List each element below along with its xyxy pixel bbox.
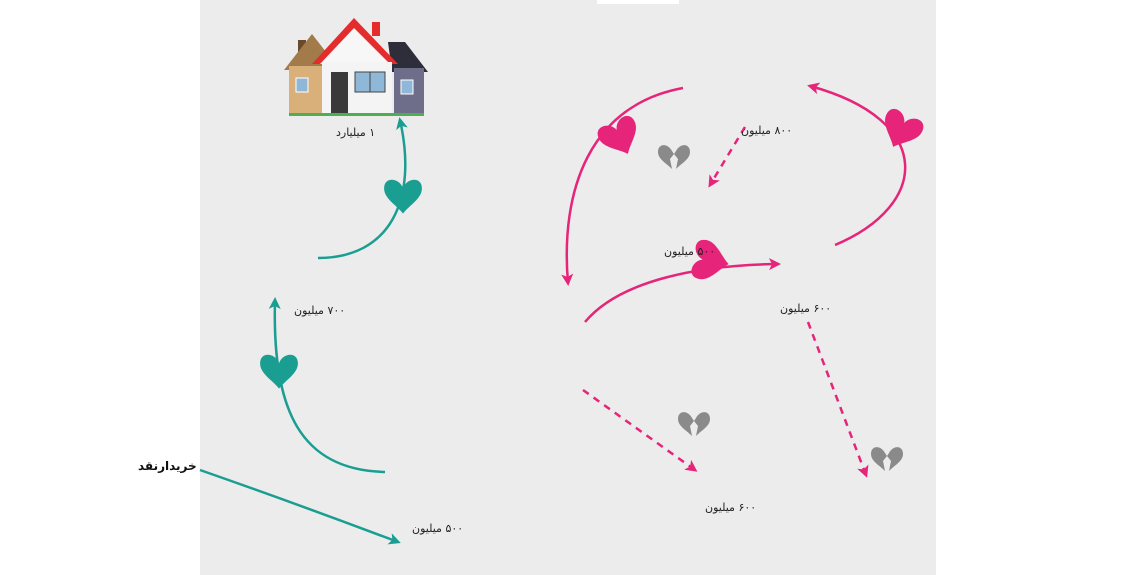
broken-heart-icon <box>658 145 690 169</box>
house-1b-icon <box>284 18 428 116</box>
price-label-500: ۵۰۰ میلیون <box>412 522 464 535</box>
price-label-800: ۸۰۰ میلیون <box>741 124 793 137</box>
pink-heart-icon <box>594 113 646 163</box>
price-label-700: ۷۰۰ میلیون <box>294 304 346 317</box>
cash-buyer-label: خریدارنقد <box>138 459 197 473</box>
arrow-800-to-center <box>561 86 684 286</box>
teal-heart-icon <box>260 354 298 389</box>
broken-heart-icon <box>871 447 903 471</box>
dashed-600-to-gray <box>806 321 869 478</box>
arrow-600-to-800 <box>807 82 907 247</box>
broken-heart-icon <box>678 412 710 436</box>
arrow-cash-to-500 <box>199 468 401 545</box>
price-label-600-right: ۶۰۰ میلیون <box>780 302 832 315</box>
dashed-center-to-600 <box>582 388 698 472</box>
arrow-700-to-1b <box>317 117 408 260</box>
arrow-center-to-600 <box>584 258 781 323</box>
teal-connectors <box>199 117 408 545</box>
price-label-600-bottom: ۶۰۰ میلیون <box>705 501 757 514</box>
price-label-500b: ۵۰۰ میلیون <box>664 245 716 258</box>
dashed-800-to-500 <box>708 126 747 188</box>
pink-connectors <box>561 82 907 478</box>
arrow-500-to-700 <box>268 297 386 474</box>
panel-top-notch <box>597 0 679 4</box>
price-label-1b: ۱ میلیارد <box>336 126 376 139</box>
